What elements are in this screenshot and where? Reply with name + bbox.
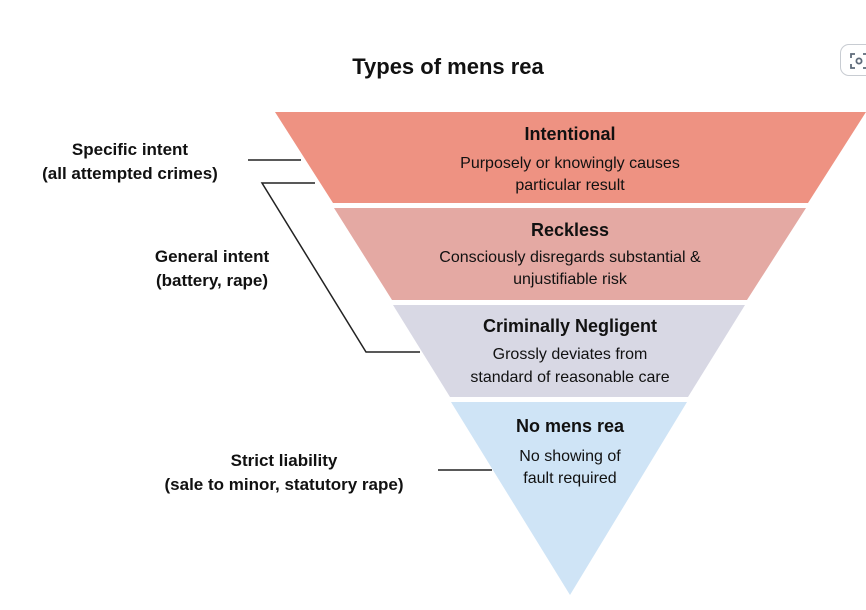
tier-intentional-band <box>275 112 866 203</box>
tier-intentional: Intentional Purposely or knowingly cause… <box>275 112 866 203</box>
tier-intentional-desc-line-1: Purposely or knowingly causes <box>460 155 680 172</box>
tier-reckless: Reckless Consciously disregards substant… <box>334 208 806 300</box>
visual-search-button[interactable] <box>840 44 866 76</box>
side-label-specific-intent-line-1: Specific intent <box>72 140 189 159</box>
tier-criminally-negligent: Criminally Negligent Grossly deviates fr… <box>393 305 745 397</box>
diagram-title: Types of mens rea <box>352 54 544 79</box>
tier-reckless-desc-line-2: unjustifiable risk <box>513 271 628 288</box>
side-label-strict-liability-line-2: (sale to minor, statutory rape) <box>165 475 404 494</box>
side-label-specific-intent-line-2: (all attempted crimes) <box>42 164 218 183</box>
tier-reckless-band <box>334 208 806 300</box>
tier-no-mens-rea-title: No mens rea <box>516 416 625 436</box>
tier-no-mens-rea: No mens rea No showing of fault required <box>451 402 687 595</box>
tier-no-mens-rea-desc-line-1: No showing of <box>519 448 621 465</box>
side-label-general-intent: General intent (battery, rape) <box>155 247 270 290</box>
tier-criminally-negligent-desc-line-2: standard of reasonable care <box>470 369 669 386</box>
tier-reckless-title: Reckless <box>531 220 609 240</box>
tier-criminally-negligent-band <box>393 305 745 397</box>
tier-intentional-title: Intentional <box>525 124 616 144</box>
connector-general-intent-bracket <box>260 182 420 353</box>
tier-intentional-desc-line-2: particular result <box>515 177 625 194</box>
tier-reckless-desc-line-1: Consciously disregards substantial & <box>439 249 701 266</box>
visual-search-icon <box>850 53 866 69</box>
tier-criminally-negligent-title: Criminally Negligent <box>483 316 657 336</box>
side-label-general-intent-line-1: General intent <box>155 247 270 266</box>
side-label-strict-liability-line-1: Strict liability <box>231 451 338 470</box>
side-label-specific-intent: Specific intent (all attempted crimes) <box>42 140 218 183</box>
side-label-strict-liability: Strict liability (sale to minor, statuto… <box>165 451 404 494</box>
tier-no-mens-rea-desc-line-2: fault required <box>523 470 616 487</box>
side-label-general-intent-line-2: (battery, rape) <box>156 271 268 290</box>
tier-no-mens-rea-band <box>451 402 687 595</box>
tier-criminally-negligent-desc-line-1: Grossly deviates from <box>493 346 648 363</box>
